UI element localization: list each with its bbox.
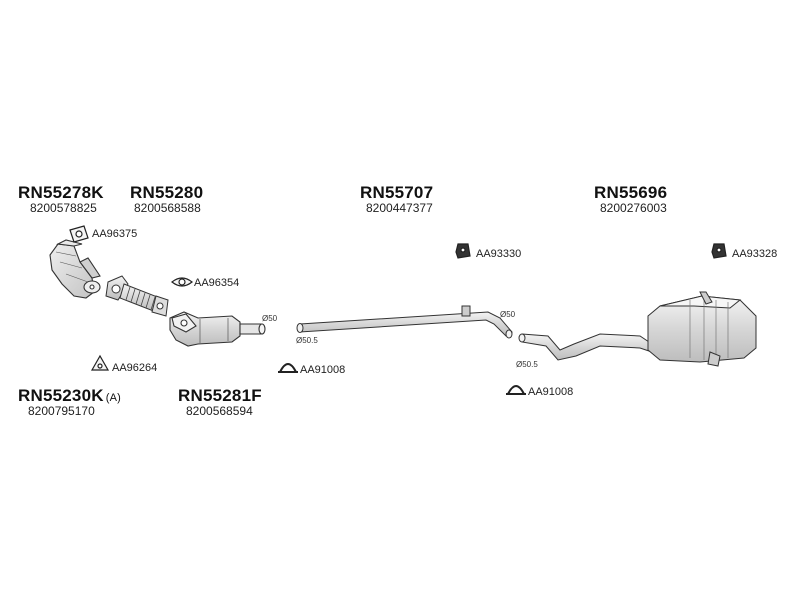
- oem-number: 8200447377: [366, 201, 433, 215]
- part-number-heading: RN55278K: [18, 183, 104, 202]
- diameter-label: Ø50: [500, 310, 516, 319]
- catalyst-part: [169, 311, 266, 347]
- intermediate-pipe-part: [296, 305, 513, 339]
- part-number-heading: RN55281F: [178, 386, 262, 405]
- diameter-label: Ø50.5: [516, 360, 538, 369]
- part-number-heading: RN55280: [130, 183, 204, 202]
- downpipe-part: [49, 239, 101, 299]
- flex-pipe-part: [105, 275, 169, 317]
- oem-number: 8200568594: [186, 404, 253, 418]
- oem-number: 8200276003: [600, 201, 667, 215]
- part-number-heading: RN55696: [594, 183, 668, 202]
- clamp-label: AA96375: [92, 228, 138, 240]
- clamp-label: AA96264: [112, 362, 158, 374]
- oem-number: 8200578825: [30, 201, 97, 215]
- clamp-label: AA93328: [732, 248, 778, 260]
- diameter-label: Ø50.5: [296, 336, 318, 345]
- gasket-icon: [69, 225, 89, 243]
- part-number-heading: RN55230K(A): [18, 386, 121, 406]
- rubber-hanger-icon: [711, 243, 727, 259]
- gasket-icon: [171, 277, 193, 287]
- clamp-icon: [506, 385, 526, 395]
- clamp-icon: [278, 363, 298, 373]
- oem-number: 8200568588: [134, 201, 201, 215]
- clamp-label: AA91008: [300, 364, 346, 376]
- oem-number: 8200795170: [28, 404, 95, 418]
- rear-silencer-part: [518, 291, 757, 367]
- clamp-label: AA96354: [194, 277, 240, 289]
- part-number-heading: RN55707: [360, 183, 434, 202]
- diameter-label: Ø50: [262, 314, 278, 323]
- part-number-text: RN55230K: [18, 386, 104, 405]
- rubber-hanger-icon: [455, 243, 471, 259]
- mount-icon: [90, 354, 110, 371]
- part-number-suffix: (A): [105, 392, 121, 404]
- clamp-label: AA93330: [476, 248, 522, 260]
- clamp-label: AA91008: [528, 386, 574, 398]
